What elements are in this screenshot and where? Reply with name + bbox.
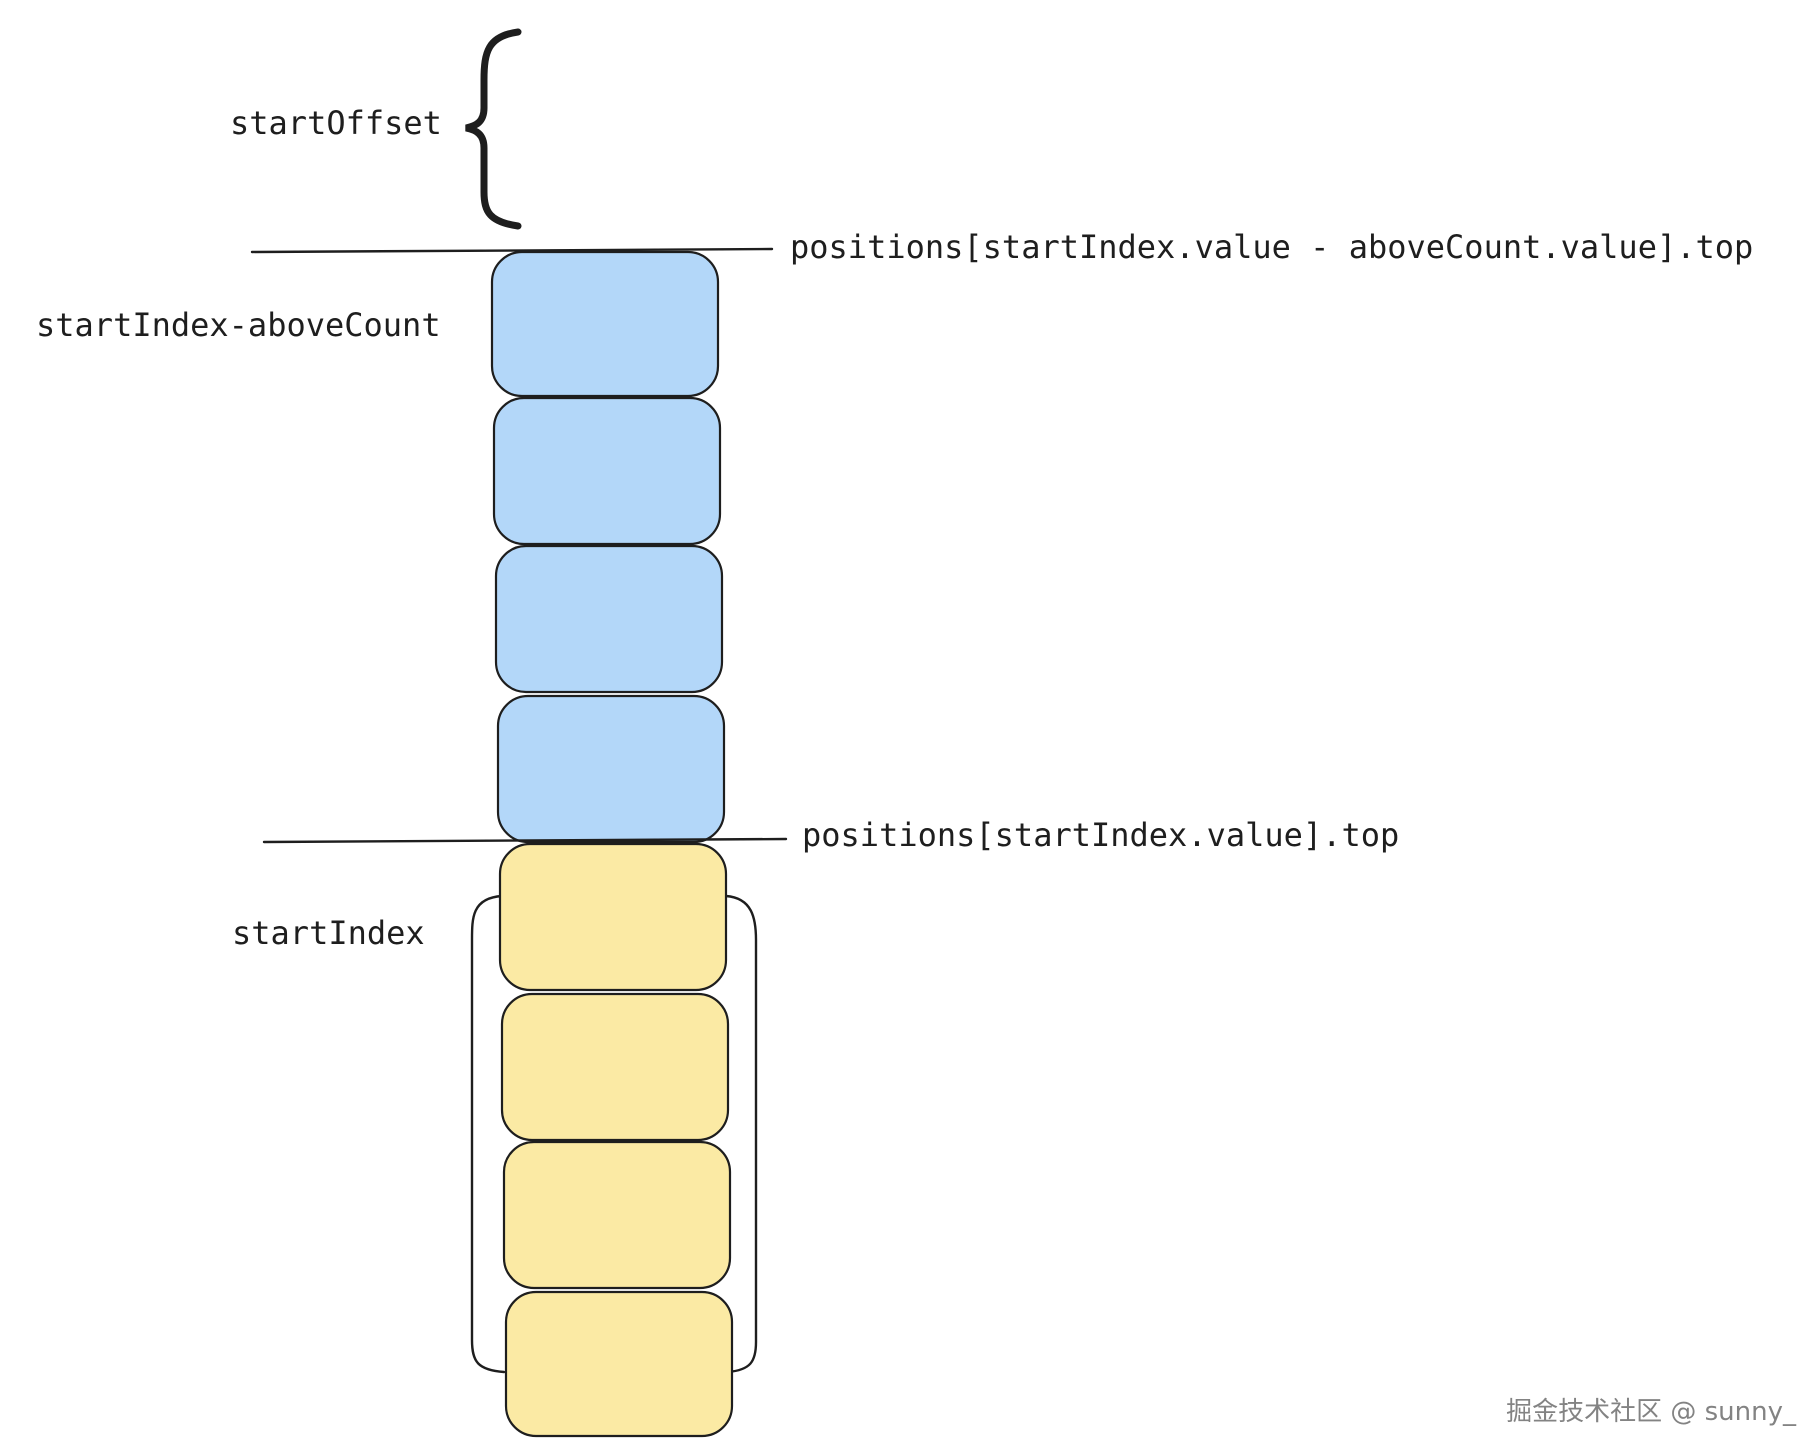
- above-item-3: [494, 544, 724, 694]
- watermark-text: 掘金技术社区 @ sunny_: [1506, 1397, 1797, 1427]
- above-item-2: [492, 396, 722, 546]
- start-index-above-count-label: startIndex-aboveCount: [36, 306, 441, 344]
- visible-item-4: [504, 1290, 734, 1438]
- visible-range-bracket: [470, 894, 758, 1374]
- middle-line-formula: positions[startIndex.value].top: [802, 816, 1399, 854]
- above-item-1: [490, 250, 720, 398]
- start-index-label: startIndex: [232, 914, 425, 952]
- middle-divider-line: [262, 837, 788, 844]
- visible-item-2: [500, 992, 730, 1142]
- visible-item-3: [502, 1140, 732, 1290]
- top-line-formula: positions[startIndex.value - aboveCount.…: [790, 228, 1753, 266]
- curly-brace-icon: [465, 28, 522, 230]
- above-item-4: [496, 694, 726, 844]
- start-offset-label: startOffset: [230, 104, 442, 142]
- visible-item-1: [498, 842, 728, 992]
- top-divider-line: [250, 247, 774, 254]
